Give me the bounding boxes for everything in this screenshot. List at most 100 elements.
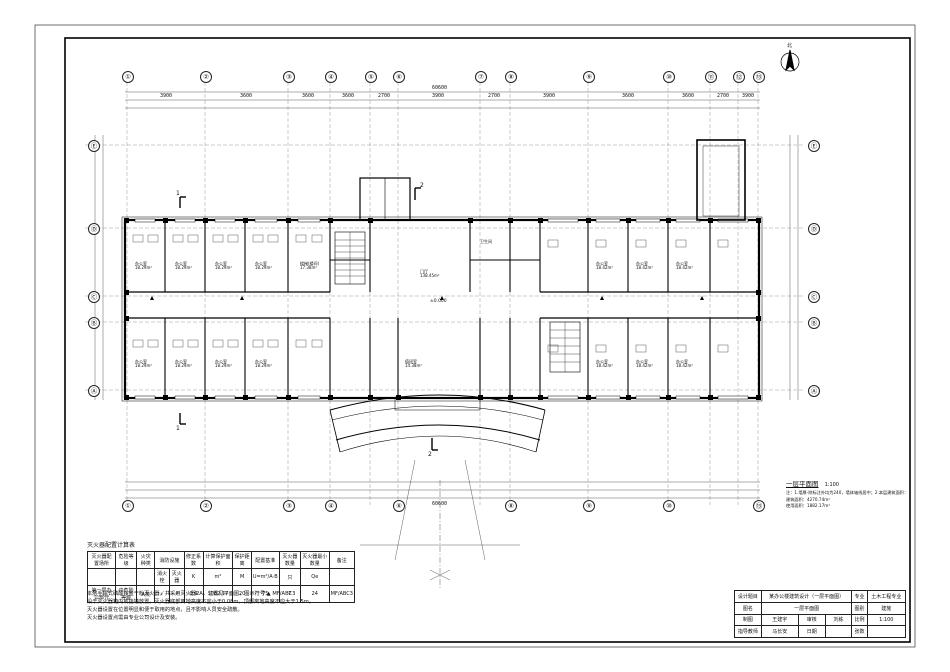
plan-caption: 一层平面图 1:100	[786, 478, 839, 488]
exterior-walls	[121, 216, 763, 402]
axis-bubble-bottom-10: ⑩	[663, 500, 675, 512]
table-row: 设计题目 某办公楼建筑设计（一层平面图） 专业 土木工程专业	[734, 590, 907, 603]
table-cell: m²	[202, 568, 234, 586]
title-block: 设计题目 某办公楼建筑设计（一层平面图） 专业 土木工程专业 图名 一层平面图 …	[734, 590, 907, 638]
dim-12: 3900	[742, 93, 755, 99]
dim-6: 3900	[432, 93, 445, 99]
axis-bubble-bottom-8: ⑧	[505, 500, 517, 512]
axis-bubble-3: ③	[283, 71, 295, 83]
section-mark-1-top: 1	[176, 190, 180, 197]
plan-note-line: 注：1.墙厚-除标注外均为240，墙体轴线居中；2.本层建筑面积：	[786, 490, 909, 495]
table-row: 图名 一层平面图 图别 建施	[734, 601, 907, 615]
table-row: 第一层办公部分 中危险等级 A类 √ √ 0.9 1082.17 20 75 7…	[87, 585, 356, 603]
section-mark-2-top: 2	[420, 182, 424, 189]
axis-bubble-6: ⑥	[393, 71, 405, 83]
fire-extinguisher-markers	[150, 296, 704, 300]
dim-8: 3900	[543, 93, 556, 99]
north-arrow-symbol	[780, 49, 800, 72]
table-cell: 7	[278, 585, 301, 603]
dim-2: 3600	[240, 93, 253, 99]
table-cell: 1082.17	[202, 585, 234, 603]
axis-bubble-bottom-13: ⑬	[753, 500, 765, 512]
table-cell	[866, 625, 907, 638]
axis-bubble-1: ①	[122, 71, 134, 83]
axis-bubble-bottom-6: ⑥	[393, 500, 405, 512]
axis-bubble-10: ⑩	[663, 71, 675, 83]
table-cell	[114, 568, 138, 586]
axis-bubble-bottom-4: ④	[325, 500, 337, 512]
corridor-walls	[125, 291, 759, 319]
dim-11: 2700	[717, 93, 730, 99]
table-cell: 备注	[328, 551, 356, 569]
table-cell: 中危险等级	[114, 585, 138, 603]
entry-approach	[360, 459, 520, 590]
entrance-canopy	[329, 394, 546, 453]
fire-notes: 本层手提式磷酸铵盐干粉灭火器，共采用灭火器2A，位置见平面图，图示符号 ▲ MF…	[87, 590, 314, 622]
axis-bubble-5: ⑤	[365, 71, 377, 83]
axis-bubble-D-right: Ⓓ	[808, 223, 820, 235]
table-cell: 比例	[851, 613, 868, 627]
fire-table-title: 灭火器配置计算表	[87, 542, 136, 549]
inner-border	[64, 37, 911, 643]
table-cell	[87, 568, 116, 586]
table-cell: 修正系数	[183, 551, 204, 569]
windows	[134, 218, 749, 400]
table-cell: 灭火器数量	[278, 551, 301, 569]
axis-bubble-E-right: Ⓔ	[808, 140, 820, 152]
fire-note-line: 设于灭火器箱内或挂墙放置。灭火器底部离地高度不宜小于0.08m，顶部离地高度不应…	[87, 599, 315, 605]
axis-bubble-B-left: Ⓑ	[88, 317, 100, 329]
plan-scale: 1:100	[824, 482, 839, 488]
table-cell: 某办公楼建筑设计（一层平面图）	[760, 590, 853, 603]
axis-bubble-11: ⑪	[705, 71, 717, 83]
center-tower	[359, 177, 411, 221]
dim-1: 3900	[160, 93, 173, 99]
axis-bubble-12: ⑫	[733, 71, 745, 83]
table-cell: 审核	[797, 613, 826, 627]
dim-9: 3600	[622, 93, 635, 99]
table-cell: 指导教师	[734, 625, 762, 638]
table-row: 消火栓 灭火器 K m² M U=m²/A·B 只 Qe	[87, 568, 356, 586]
table-cell: 张数	[851, 625, 868, 638]
table-cell: 刘栋	[824, 613, 853, 627]
table-cell: Qe	[299, 568, 330, 586]
table-cell: K	[183, 568, 204, 586]
table-cell: 计算保护面积	[202, 551, 234, 569]
table-cell: 保护距离	[232, 551, 252, 569]
axis-bubble-D-left: Ⓓ	[88, 223, 100, 235]
table-cell: 危险等级	[114, 551, 138, 569]
dim-7: 2700	[488, 93, 501, 99]
top-dimension-lines	[94, 91, 799, 499]
axis-bubble-bottom-9: ⑨	[583, 500, 595, 512]
fire-note-line: 灭火器设置点需由专业公司设计及安装。	[87, 615, 181, 621]
table-row: 制图 王建宇 审核 刘栋 比例 1:100	[734, 613, 907, 627]
table-cell	[824, 625, 853, 638]
table-cell: 土木工程专业	[866, 590, 907, 603]
table-cell: 一层平面图	[760, 601, 853, 615]
table-cell: 灭火器最小数量	[299, 551, 330, 569]
plan-note-line: 建筑面积：4270.74m²	[786, 496, 831, 502]
axis-bubble-9: ⑨	[583, 71, 595, 83]
north-label: 北	[787, 43, 793, 49]
fire-extinguisher-table: 灭火器配置计算表 灭火器配置场所 危险等级 火灾种类 消防设施 修正系数 计算保…	[87, 540, 357, 603]
axis-bubble-C-left: Ⓒ	[88, 291, 100, 303]
outer-border	[34, 24, 916, 648]
dim-4: 3600	[342, 93, 355, 99]
plan-note-line: 使用面积：1882.17m²	[786, 503, 831, 508]
table-cell: 建施	[866, 601, 907, 615]
section-mark-2-bottom: 2	[428, 451, 432, 458]
room-label: 卫生间	[480, 239, 492, 244]
table-cell: 0.9	[183, 585, 204, 603]
